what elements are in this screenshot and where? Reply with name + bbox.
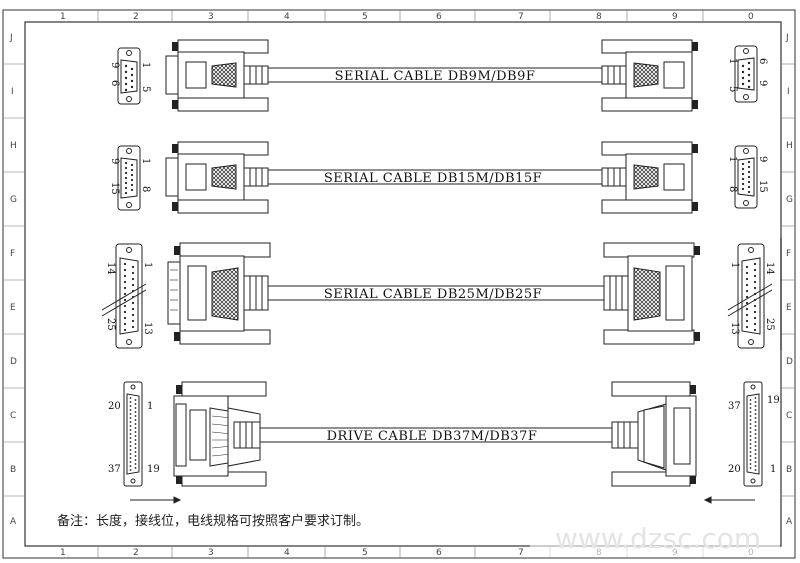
cable-label: SERIAL CABLE DB9M/DB9F (335, 69, 536, 84)
frame-col-label: 4 (284, 548, 290, 558)
db37-right-plug (611, 381, 697, 487)
cable-label: DRIVE CABLE DB37M/DB37F (327, 429, 538, 444)
frame-col-label: 2 (133, 548, 139, 558)
frame-col-label: 3 (208, 548, 214, 558)
frame-row-label: H (10, 141, 17, 151)
frame-row-label: H (786, 141, 793, 151)
db25-left-plug (167, 242, 271, 345)
db37-left-face: 20 1 37 19 (108, 381, 160, 487)
frame-row-label: E (786, 303, 792, 313)
frame-row-label: G (10, 195, 17, 205)
frame-row-label: B (786, 465, 792, 475)
cable-label: SERIAL CABLE DB25M/DB25F (324, 287, 542, 302)
db37-left-plug (173, 381, 267, 487)
pin-label: 8 (727, 186, 738, 192)
frame-row-label: J (9, 33, 13, 43)
pin-label: 9 (109, 62, 120, 68)
watermark: www.dzsc.com (530, 515, 780, 557)
pin-label: 9 (757, 156, 768, 162)
frame-row-label: A (786, 517, 793, 527)
frame-row-label: E (10, 303, 16, 313)
frame-col-label: 5 (362, 12, 368, 22)
pin-label: 1 (140, 158, 151, 164)
pin-label: 5 (727, 86, 738, 92)
pin-label: 1 (140, 62, 151, 68)
db25-left-face: 14 25 1 13 (101, 243, 153, 349)
frame-row-label: D (786, 357, 793, 367)
pin-label: 1 (142, 262, 153, 268)
pin-label: 25 (764, 318, 775, 331)
pin-label: 19 (767, 395, 780, 406)
frame-row-label: D (10, 357, 17, 367)
frame-col-label: 1 (60, 12, 66, 22)
note-text: 备注：长度，接线位，电线规格可按照客户要求订制。 (57, 513, 369, 529)
pin-label: 20 (108, 401, 121, 412)
frame-row-label: F (786, 249, 791, 259)
frame-col-label: 4 (284, 12, 290, 22)
frame-col-label: 8 (596, 12, 602, 22)
frame-row-label: A (10, 517, 17, 527)
cable-db15: 9 15 1 8 SERIAL CABLE DB15M/DB15F (109, 141, 768, 214)
watermark-text: www.dzsc.com (555, 522, 761, 555)
db15-right-plug (601, 141, 698, 214)
db15-right-face: 9 15 1 8 (727, 145, 768, 209)
frame-col-label: 9 (672, 12, 678, 22)
frame-col-label: 6 (436, 548, 442, 558)
frame-col-label: 1 (60, 548, 66, 558)
pin-label: 8 (140, 186, 151, 192)
pin-label: 9 (109, 158, 120, 164)
db25-right-face: 14 25 1 13 (727, 238, 782, 350)
frame-row-label: J (785, 33, 789, 43)
frame-row-label: C (10, 411, 16, 421)
pin-label: 20 (728, 464, 741, 475)
frame-row-label: C (786, 411, 792, 421)
frame-col-label: 0 (748, 12, 754, 22)
db15-left-face: 9 15 1 8 (109, 145, 151, 211)
cable-db25: 14 25 1 13 SERIAL CABLE DB25M/DB25F (101, 238, 782, 350)
frame-col-label: 7 (518, 548, 524, 558)
db9-right-face: 6 9 1 5 (727, 45, 768, 103)
direction-arrows (130, 496, 755, 504)
pin-label: 5 (140, 86, 151, 92)
frame-row-label: F (10, 249, 15, 259)
pin-label: 1 (770, 464, 776, 475)
cable-db37: 20 1 37 19 DRIVE CABLE DB37M/DB37F (108, 381, 780, 487)
frame-row-label: B (10, 465, 16, 475)
pin-label: 37 (108, 464, 121, 475)
pin-label: 19 (147, 464, 160, 475)
pin-label: 6 (757, 58, 768, 64)
pin-label: 15 (757, 180, 768, 193)
pin-label: 14 (105, 262, 116, 275)
frame-col-label: 6 (436, 12, 442, 22)
pin-label: 1 (147, 401, 153, 412)
pin-label: 14 (764, 262, 775, 275)
pin-label: 9 (757, 80, 768, 86)
pin-label: 1 (729, 262, 740, 268)
db9-left-plug (165, 39, 269, 112)
pin-label: 25 (105, 318, 116, 331)
db15-left-plug (165, 141, 269, 214)
frame-row-label: G (786, 195, 793, 205)
db37-right-face: 37 19 20 1 (728, 381, 780, 487)
pin-label: 1 (727, 58, 738, 64)
pin-label: 13 (729, 322, 740, 335)
db9-left-face: 9 6 1 5 (109, 47, 151, 105)
pin-label: 6 (109, 80, 120, 86)
cable-label: SERIAL CABLE DB15M/DB15F (324, 171, 542, 186)
cable-db9: 9 6 1 5 SERIAL CABLE DB9M/DB9F (109, 39, 768, 112)
pin-label: 13 (142, 322, 153, 335)
pin-label: 1 (727, 156, 738, 162)
frame-col-label: 7 (518, 12, 524, 22)
frame-col-label: 3 (208, 12, 214, 22)
frame-col-label: 2 (133, 12, 139, 22)
db25-right-plug (603, 242, 700, 345)
frame-row-label: I (787, 87, 790, 97)
pin-label: 37 (728, 401, 741, 412)
db9-right-plug (601, 39, 698, 112)
frame-row-label: I (11, 87, 14, 97)
frame-col-label: 5 (362, 548, 368, 558)
pin-label: 15 (109, 182, 120, 195)
